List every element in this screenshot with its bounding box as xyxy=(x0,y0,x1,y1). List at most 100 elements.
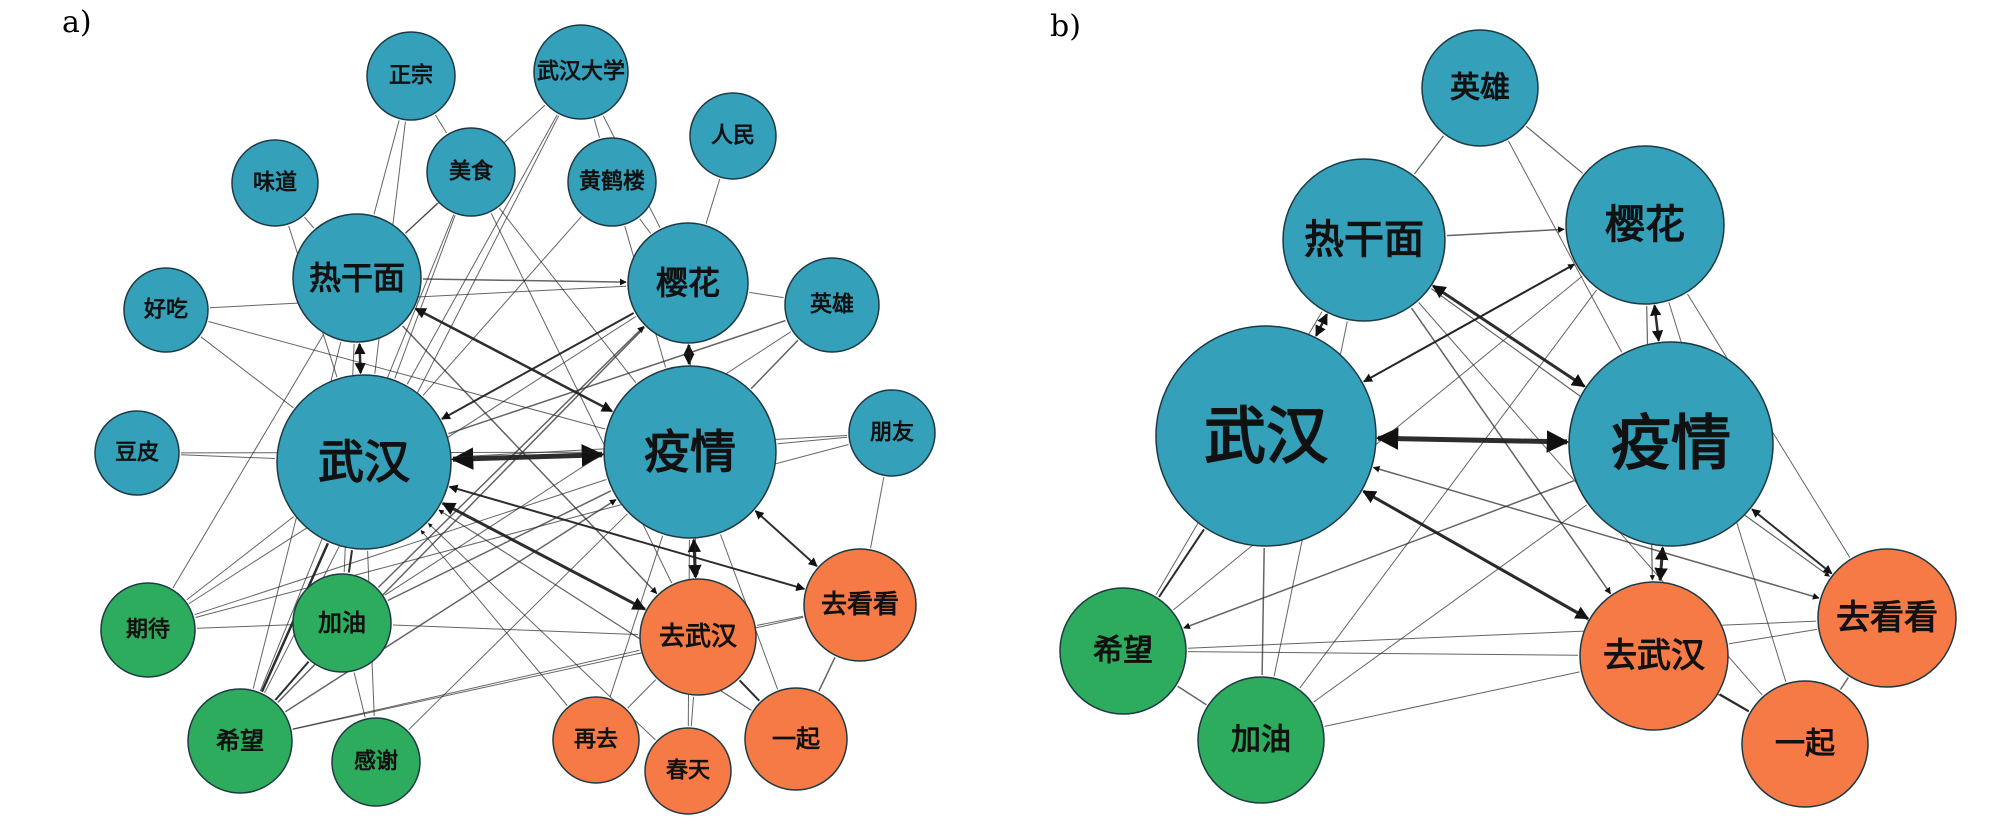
edge-b-yingxiong-b-yiqing xyxy=(1507,140,1623,353)
node-circle-a-rgm xyxy=(292,213,422,343)
node-label-b-qikankan: 去看看 xyxy=(1836,598,1938,638)
node-label-a-yinghua: 樱花 xyxy=(656,264,720,302)
node-circle-b-yinghua xyxy=(1565,145,1725,305)
node-a-yinghua: 樱花 xyxy=(627,222,749,344)
node-circle-a-chuntian xyxy=(644,727,732,815)
node-b-yiqing: 疫情 xyxy=(1568,341,1774,547)
node-circle-a-hhl xyxy=(567,137,657,227)
node-circle-b-qiwuhan xyxy=(1579,581,1729,731)
node-a-hhl: 黄鹤楼 xyxy=(567,137,657,227)
edge-a-wuhan-a-whdx xyxy=(406,114,558,385)
node-circle-a-zhengzong xyxy=(366,31,456,121)
panel-a: a) 正宗武汉大学人民味道美食黄鹤楼热干面樱花英雄好吃豆皮武汉疫情朋友去看看去武… xyxy=(62,5,936,815)
edge-a-rgm-a-weidao xyxy=(304,216,315,229)
node-circle-a-jiayou xyxy=(292,573,392,673)
node-label-a-rgm: 热干面 xyxy=(309,259,405,297)
edge-a-xiwang-a-jiayou xyxy=(274,660,310,701)
node-a-weidao: 味道 xyxy=(231,139,319,227)
node-a-xiwang: 希望 xyxy=(187,688,293,794)
node-circle-a-qiwuhan xyxy=(639,578,757,696)
node-label-a-jiayou: 加油 xyxy=(318,609,366,637)
edge-a-wuhan-a-yingxiong xyxy=(448,319,786,435)
edge-b-wuhan-b-rgm xyxy=(1314,313,1329,337)
node-circle-a-renmin xyxy=(689,92,777,180)
edge-b-xiwang-b-jiayou xyxy=(1177,685,1207,706)
node-circle-a-whdx xyxy=(533,24,629,120)
node-label-a-qikankan: 去看看 xyxy=(821,590,899,620)
node-a-zhengzong: 正宗 xyxy=(366,31,456,121)
node-label-a-whdx: 武汉大学 xyxy=(537,59,625,85)
node-a-meishi: 美食 xyxy=(426,127,516,217)
edge-a-wuhan-a-qidai xyxy=(186,516,295,601)
node-b-qikankan: 去看看 xyxy=(1817,548,1957,688)
edge-b-qiwuhan-b-qikankan xyxy=(1728,628,1817,645)
panel-a-label: a) xyxy=(62,5,92,40)
edge-b-jiayou-b-yinghua xyxy=(1299,289,1598,689)
edge-a-wuhan-a-jiayou xyxy=(347,550,353,573)
edge-b-rgm-b-yinghua xyxy=(1446,226,1565,237)
edge-a-wuhan-a-doupi xyxy=(180,454,276,459)
node-label-b-xiwang: 希望 xyxy=(1093,634,1153,669)
edge-a-qiwuhan-a-zaiqu xyxy=(627,679,657,709)
edge-a-yiqing-a-qikankan xyxy=(754,510,818,567)
node-circle-b-qikankan xyxy=(1817,548,1957,688)
edge-a-yiqing-a-haochi xyxy=(208,321,606,430)
node-b-wuhan: 武汉 xyxy=(1155,325,1377,547)
node-a-qikankan: 去看看 xyxy=(803,548,917,662)
edge-a-jiayou-a-ganxie xyxy=(353,672,366,718)
node-label-a-ganxie: 感谢 xyxy=(354,749,398,775)
edge-a-yinghua-a-hhl xyxy=(639,218,652,234)
edge-a-meishi-a-zhengzong xyxy=(434,114,448,134)
edge-a-rgm-a-zhengzong xyxy=(373,120,400,215)
edge-b-wuhan-b-yinghua xyxy=(1363,263,1575,383)
node-label-b-rgm: 热干面 xyxy=(1304,217,1424,263)
edge-b-rgm-b-qiwuhan xyxy=(1410,307,1612,595)
node-label-a-yiqing: 疫情 xyxy=(644,425,736,479)
node-label-a-chuntian: 春天 xyxy=(666,759,711,784)
node-a-qidai: 期待 xyxy=(100,582,196,678)
edge-a-yiqing-a-meishi xyxy=(498,207,637,384)
node-label-b-jiayou: 加油 xyxy=(1231,723,1291,758)
node-a-haochi: 好吃 xyxy=(123,267,209,353)
node-circle-b-jiayou xyxy=(1197,676,1325,804)
node-circle-a-yinghua xyxy=(627,222,749,344)
node-a-yiqing: 疫情 xyxy=(603,365,777,539)
edge-a-wuhan-a-qikankan xyxy=(448,484,806,591)
node-label-b-yingxiong: 英雄 xyxy=(1450,71,1510,106)
edge-a-qikankan-a-pengyou xyxy=(870,477,885,549)
edge-b-xiwang-b-qiwuhan xyxy=(1187,651,1579,656)
panel-b-nodes: 英雄热干面樱花武汉疫情希望去武汉去看看加油一起 xyxy=(1059,29,1957,808)
edge-a-jiayou-a-yinghua xyxy=(377,325,645,588)
node-circle-a-ganxie xyxy=(331,717,421,807)
node-circle-b-rgm xyxy=(1282,158,1446,322)
node-a-doupi: 豆皮 xyxy=(94,410,180,496)
edge-b-wuhan-b-xiwang xyxy=(1158,528,1205,598)
node-label-b-yinghua: 樱花 xyxy=(1605,202,1685,248)
edge-a-wuhan-a-hhl xyxy=(422,216,582,396)
node-label-b-qiwuhan: 去武汉 xyxy=(1603,636,1706,676)
edge-a-qikankan-a-qiwuhan xyxy=(756,615,804,626)
node-a-whdx: 武汉大学 xyxy=(533,24,629,120)
node-circle-b-yingxiong xyxy=(1421,29,1539,147)
edge-a-xiwang-a-yiqing xyxy=(284,498,617,713)
edge-a-qikankan-a-yiqi xyxy=(818,656,836,692)
edge-b-wuhan-b-jiayou xyxy=(1261,547,1265,676)
node-label-b-yiqing: 疫情 xyxy=(1611,409,1731,479)
node-label-a-zaiqu: 再去 xyxy=(574,728,618,753)
edge-a-rgm-a-yiqing xyxy=(414,307,613,413)
node-circle-a-yiqi xyxy=(744,687,848,791)
edge-a-yiqing-a-pengyou xyxy=(777,436,848,445)
node-label-a-hhl: 黄鹤楼 xyxy=(579,169,645,195)
node-circle-a-weidao xyxy=(231,139,319,227)
edge-b-yiqing-b-qikankan xyxy=(1751,508,1833,575)
edge-a-wuhan-a-haochi xyxy=(200,336,294,409)
edge-a-yiqing-a-ganxie xyxy=(408,513,628,731)
node-circle-a-yiqing xyxy=(603,365,777,539)
node-label-a-renmin: 人民 xyxy=(711,124,755,149)
panel-a-nodes: 正宗武汉大学人民味道美食黄鹤楼热干面樱花英雄好吃豆皮武汉疫情朋友去看看去武汉期待… xyxy=(94,24,936,815)
node-circle-b-wuhan xyxy=(1155,325,1377,547)
edge-a-qiwuhan-a-yiqi xyxy=(738,679,761,702)
node-label-a-yingxiong: 英雄 xyxy=(810,293,854,318)
edge-b-yiqing-b-yinghua xyxy=(1650,304,1664,342)
